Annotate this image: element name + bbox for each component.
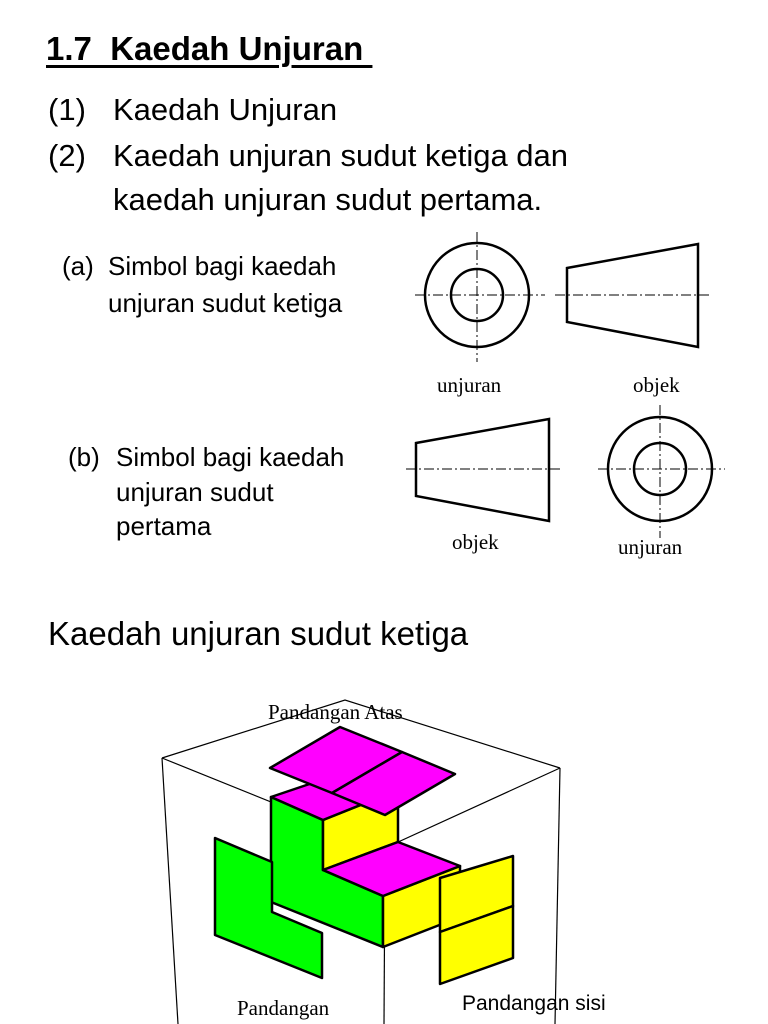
item-2-text-line-1: Kaedah unjuran sudut ketiga dan bbox=[113, 138, 569, 173]
item-1-number: (1) bbox=[48, 92, 86, 127]
third-angle-view-label: unjuran bbox=[437, 373, 502, 397]
object-top-face-lower bbox=[321, 840, 462, 898]
frustum-shape bbox=[565, 242, 700, 349]
top-view-label: Pandangan Atas bbox=[268, 700, 403, 724]
first-angle-text-line-3: pertama bbox=[116, 511, 212, 541]
item-2-text-line-2: kaedah unjuran sudut pertama. bbox=[113, 182, 543, 217]
first-angle-view-label: unjuran bbox=[618, 535, 683, 559]
box-top-back-edges bbox=[161, 699, 561, 769]
first-angle-view-symbol bbox=[598, 405, 725, 538]
top-view-part-right bbox=[330, 750, 457, 817]
side-view-part-lower bbox=[438, 904, 515, 986]
third-angle-view-symbol bbox=[415, 232, 545, 362]
item-2-number: (2) bbox=[48, 138, 86, 173]
third-angle-object-symbol bbox=[555, 242, 712, 349]
side-view-label: Pandangan sisi bbox=[462, 992, 606, 1015]
first-angle-text-line-1: Simbol bagi kaedah bbox=[116, 442, 345, 472]
top-view-projection bbox=[268, 725, 457, 817]
first-angle-object-symbol bbox=[406, 417, 562, 523]
first-angle-marker: (b) bbox=[68, 442, 100, 472]
front-view-label: Pandangan bbox=[237, 996, 330, 1020]
third-angle-text-line-2: unjuran sudut ketiga bbox=[108, 288, 343, 318]
side-view-projection bbox=[438, 854, 515, 986]
front-view-projection bbox=[213, 836, 324, 980]
item-1-text: Kaedah Unjuran bbox=[113, 92, 338, 127]
third-angle-object-label: objek bbox=[633, 373, 680, 397]
page-title: 1.7 Kaedah Unjuran bbox=[46, 30, 373, 67]
section-heading: Kaedah unjuran sudut ketiga bbox=[48, 615, 469, 652]
first-angle-object-label: objek bbox=[452, 530, 499, 554]
third-angle-text-line-1: Simbol bagi kaedah bbox=[108, 251, 337, 281]
frustum-shape-b bbox=[414, 417, 551, 523]
box-left-edge bbox=[161, 757, 179, 1024]
third-angle-marker: (a) bbox=[62, 251, 94, 281]
first-angle-text-line-2: unjuran sudut bbox=[116, 477, 274, 507]
projection-cube-diagram bbox=[161, 699, 561, 1024]
box-right-edge bbox=[554, 767, 561, 1024]
